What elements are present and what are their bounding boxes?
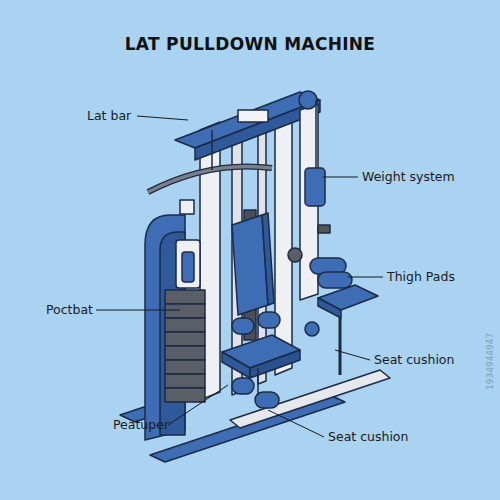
right-seat-side — [318, 298, 341, 318]
bracket — [180, 200, 194, 214]
handle-frame — [176, 240, 200, 288]
leader-line — [96, 310, 180, 311]
weight-plate — [165, 346, 205, 360]
part-label: Lat bar — [87, 108, 131, 123]
diagram-title: LAT PULLDOWN MACHINE — [0, 34, 500, 54]
weight-plate — [165, 304, 205, 318]
weight-plate — [165, 360, 205, 374]
part-label: Seat cushion — [328, 429, 408, 444]
pin — [318, 225, 330, 233]
adjust-knob — [305, 322, 319, 336]
tower-post — [275, 98, 292, 375]
placard — [238, 110, 268, 122]
part-label: Thigh Pads — [387, 269, 455, 284]
leader-line — [137, 116, 188, 120]
weight-plate — [165, 374, 205, 388]
leader-line — [323, 177, 358, 178]
part-label: Peatuper — [113, 417, 169, 432]
back-pad-side — [262, 213, 274, 305]
part-label: Weight system — [362, 169, 455, 184]
leader-line — [168, 385, 228, 425]
seat-side — [222, 352, 250, 378]
base-rail — [230, 370, 390, 428]
pulley — [299, 91, 317, 109]
leader-line — [268, 410, 324, 437]
weight-plate — [165, 318, 205, 332]
part-label: Seat cushion — [374, 352, 454, 367]
handle-grip — [182, 252, 194, 282]
lat-bar-outline — [148, 166, 272, 192]
thigh-roller — [258, 312, 280, 328]
weight-plate — [165, 332, 205, 346]
seat-post — [257, 368, 259, 395]
leader-lines — [96, 116, 383, 437]
part-label: Poctbat — [46, 302, 93, 317]
weight-plate — [165, 290, 205, 304]
cable — [315, 100, 317, 168]
foot-roller — [232, 378, 254, 394]
pivot — [288, 248, 302, 262]
watermark-id: 1934944947 — [485, 333, 495, 390]
lat-bar — [148, 166, 272, 192]
weight-stack — [165, 290, 205, 402]
thigh-pad — [318, 272, 352, 288]
thigh-roller — [232, 318, 254, 334]
lat-cable — [211, 130, 213, 170]
leader-line — [348, 277, 383, 278]
weight-system — [305, 168, 325, 206]
leader-line — [335, 350, 370, 360]
machine-drawing — [120, 91, 390, 462]
weight-plate — [165, 388, 205, 402]
seat-post — [339, 318, 342, 375]
